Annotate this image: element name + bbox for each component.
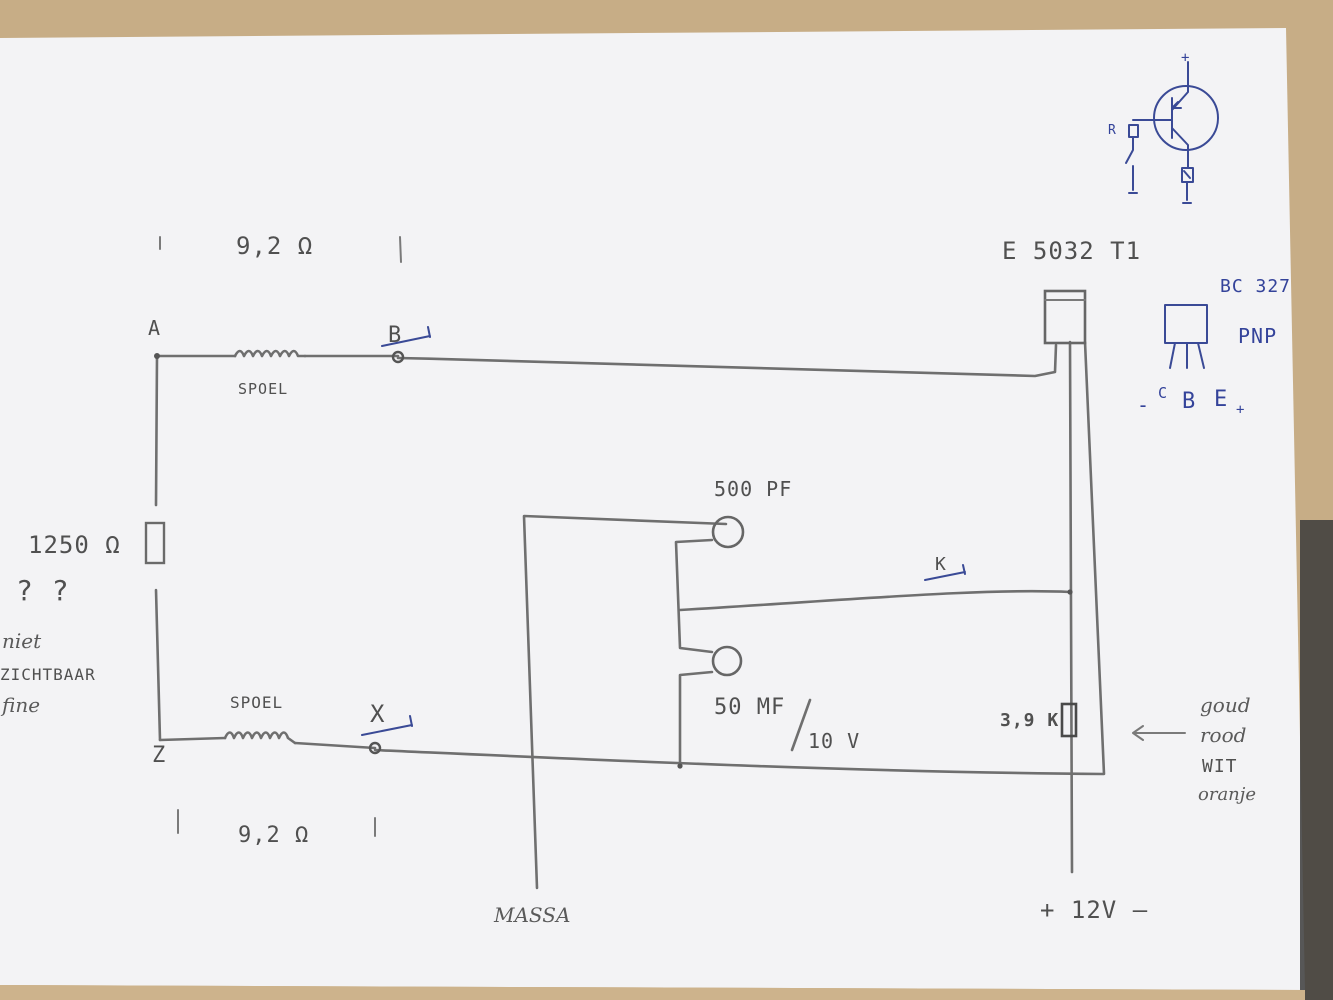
transistor-leg-right	[1083, 340, 1106, 776]
node-x-terminal	[368, 741, 382, 755]
label-bc-type: PNP	[1238, 324, 1277, 348]
label-note-2: ZICHTBAAR	[0, 665, 96, 684]
junction-dot-1	[677, 763, 683, 769]
inset-arrow	[1171, 101, 1182, 109]
wire-coil-x	[293, 741, 377, 750]
label-pin-c: C	[1158, 384, 1168, 402]
inset-switch	[1125, 136, 1134, 191]
inset-collector	[1171, 127, 1189, 169]
paper-shadow	[1300, 520, 1333, 1000]
label-coil-bottom: SPOEL	[230, 693, 283, 712]
label-supply: + 12V —	[1040, 896, 1148, 924]
label-color-3: WIT	[1202, 756, 1238, 777]
wire-left-top	[154, 354, 159, 507]
label-pin-plus: +	[1236, 402, 1245, 418]
wire-left-bottom	[154, 588, 162, 742]
wires	[154, 340, 1106, 890]
coil-bottom	[223, 731, 297, 745]
components	[144, 236, 1186, 837]
label-note-1: niet	[2, 629, 42, 653]
wire-cap2-down	[678, 670, 714, 768]
paper-sheet	[0, 28, 1305, 990]
label-res-top: 9,2 Ω	[236, 232, 313, 260]
node-a-dot	[154, 353, 160, 359]
wire-z-coil	[158, 736, 227, 742]
label-question: ? ?	[16, 574, 70, 607]
label-transistor-id: E 5032 T1	[1002, 237, 1141, 265]
label-color-4: oranje	[1198, 784, 1256, 805]
coil-top	[233, 349, 307, 358]
wire-b-transistor	[396, 343, 1058, 378]
label-color-2: rood	[1200, 723, 1246, 747]
ink-marks	[361, 326, 966, 736]
label-node-b: B	[388, 323, 402, 348]
label-cap-500pf: 500 PF	[714, 477, 792, 501]
resistor-3k9	[1060, 702, 1078, 738]
arrow-to-resistor	[1132, 725, 1186, 741]
junction-dot-2	[1067, 589, 1073, 595]
label-node-x: X	[370, 700, 385, 728]
node-b-terminal	[391, 350, 405, 364]
label-pin-b: B	[1182, 389, 1196, 414]
mark-k	[924, 564, 966, 581]
mark-x	[361, 715, 413, 736]
resistor-1250	[144, 521, 166, 565]
mark-b	[381, 326, 431, 347]
label-res-bottom: 9,2 Ω	[238, 823, 309, 848]
slash-volt	[790, 698, 812, 752]
wire-massa	[522, 514, 728, 890]
inset-led-arrow	[1183, 170, 1191, 201]
tick-top-right	[399, 236, 402, 263]
capacitor-50mf	[711, 645, 743, 677]
label-color-1: goud	[1200, 693, 1251, 717]
bc327-legs	[1169, 342, 1205, 369]
inset-circle	[1153, 85, 1219, 151]
label-res-left: 1250 Ω	[28, 531, 121, 559]
label-pin-e: E	[1214, 387, 1228, 412]
label-inset-r: R	[1108, 123, 1117, 138]
label-pin-minus: -	[1137, 393, 1150, 417]
label-massa: MASSA	[493, 903, 570, 927]
label-node-k: K	[935, 554, 947, 575]
label-res-right: 3,9 K	[1000, 710, 1059, 731]
label-bc-part: BC 327	[1220, 276, 1291, 297]
bc327-package	[1164, 304, 1208, 369]
wire-cap-bus	[674, 538, 714, 654]
label-inset-plus: +	[1181, 50, 1190, 66]
label-node-z: Z	[152, 743, 166, 768]
wire-k	[678, 589, 1072, 612]
paper-edge-bottom	[0, 985, 1305, 1000]
transistor-inset	[1125, 61, 1219, 204]
transistor-body	[1043, 289, 1087, 345]
label-cap-50mf: 50 MF	[714, 695, 785, 720]
label-node-a: A	[148, 316, 161, 340]
labels: A Z B X K 9,2 Ω 9,2 Ω SPOEL SPOEL 1250 Ω…	[0, 50, 1291, 927]
transistor-leg-mid	[1068, 340, 1074, 874]
wire-x-right	[373, 748, 1105, 776]
label-note-3: fine	[0, 693, 40, 717]
label-cap-volt: 10 V	[808, 729, 860, 753]
label-coil-top: SPOEL	[238, 380, 288, 398]
capacitor-500pf	[711, 515, 745, 549]
